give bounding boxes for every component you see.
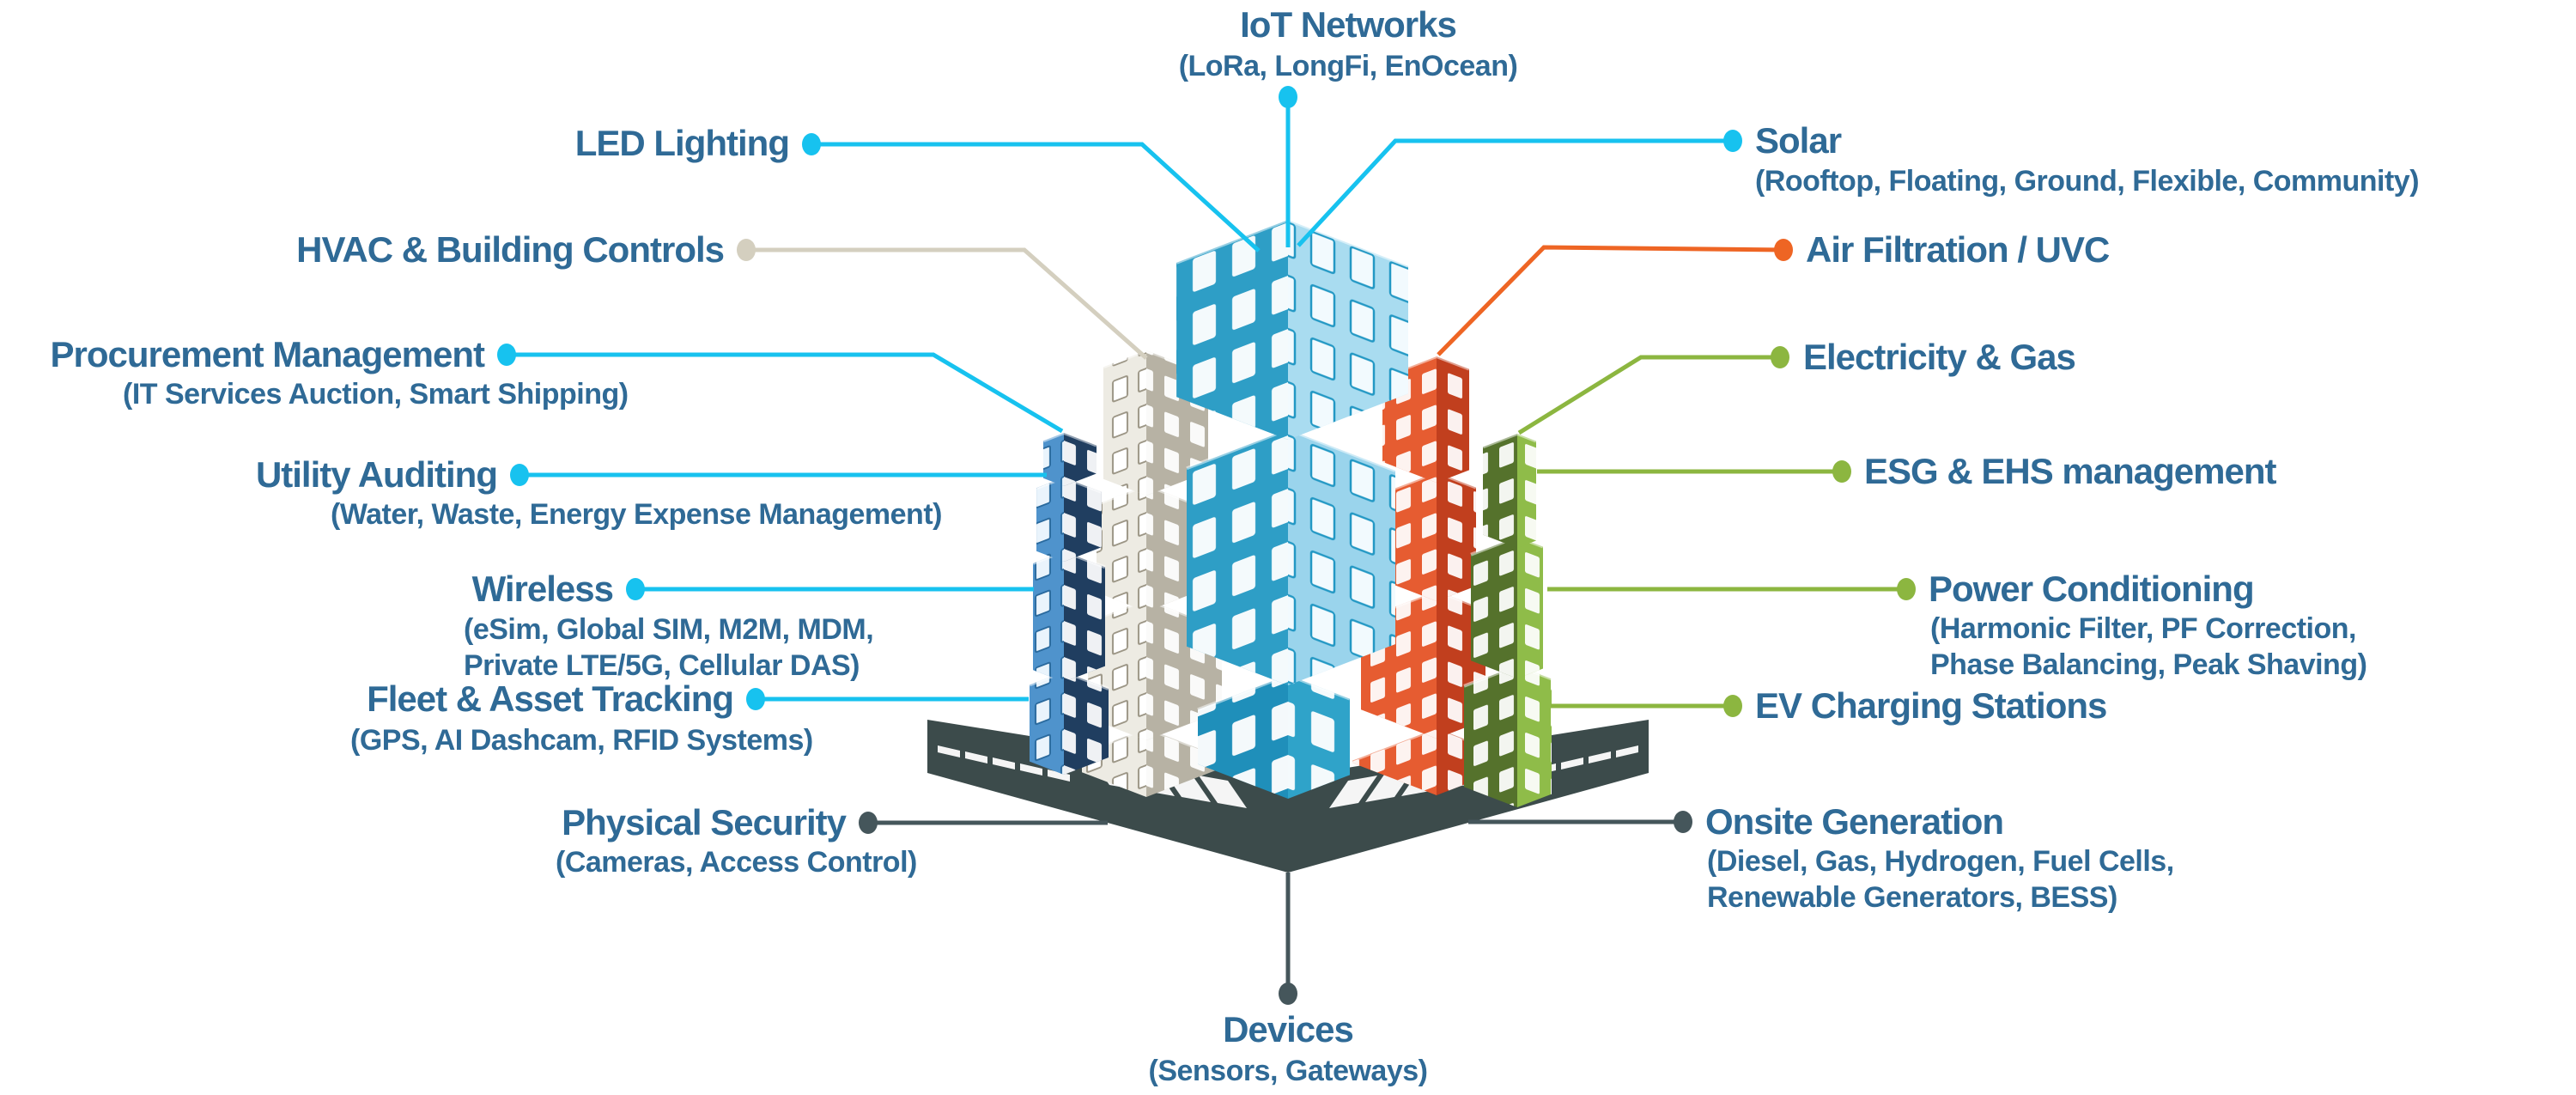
label-solar: Solar	[1755, 120, 1842, 161]
dot-devices	[1279, 982, 1297, 1005]
label-wireless-subtitle: (eSim, Global SIM, M2M, MDM, Private LTE…	[464, 611, 874, 684]
dot-fleet	[746, 688, 765, 710]
dot-procurement	[497, 344, 516, 366]
leader-line-solar	[1297, 138, 1733, 247]
label-solar-subtitle: (Rooftop, Floating, Ground, Flexible, Co…	[1755, 165, 2420, 198]
label-physical-subtitle: (Cameras, Access Control)	[556, 846, 917, 879]
leader-line-hvac	[746, 247, 1148, 360]
label-subtitle: (Sensors, Gateways)	[1148, 1055, 1428, 1087]
building-navy	[1029, 430, 1109, 775]
label-wireless-subtitle-line2: Private LTE/5G, Cellular DAS)	[464, 649, 860, 682]
label-physical-security: Physical Security	[562, 802, 847, 843]
label-iot-networks: IoT Networks (LoRa, LongFi, EnOcean)	[1005, 2, 1692, 84]
dot-wireless	[626, 578, 645, 600]
label-fleet-asset-tracking: Fleet & Asset Tracking	[367, 678, 734, 719]
buildings	[1029, 217, 1552, 807]
label-power-conditioning: Power Conditioning	[1929, 569, 2255, 609]
leader-line-led	[811, 142, 1261, 252]
label-procurement-subtitle: (IT Services Auction, Smart Shipping)	[123, 378, 629, 411]
label-esg-ehs-management: ESG & EHS management	[1864, 451, 2276, 491]
label-subtitle: (LoRa, LongFi, EnOcean)	[1178, 50, 1518, 82]
leader-line-procurement	[507, 352, 1064, 434]
label-power-subtitle: (Harmonic Filter, PF Correction, Phase B…	[1930, 611, 2367, 683]
dot-utility	[510, 464, 529, 486]
dot-esg	[1832, 460, 1851, 483]
dot-onsite	[1674, 811, 1692, 833]
leader-lines	[507, 105, 1906, 988]
dot-physical	[859, 812, 878, 834]
label-wireless: Wireless	[471, 569, 614, 609]
label-wireless-subtitle-line1: (eSim, Global SIM, M2M, MDM,	[464, 613, 874, 646]
leader-line-electricity	[1517, 355, 1780, 435]
label-fleet-subtitle: (GPS, AI Dashcam, RFID Systems)	[350, 724, 813, 757]
label-air-filtration-uvc: Air Filtration / UVC	[1806, 229, 2110, 270]
label-procurement-management: Procurement Management	[50, 334, 485, 374]
label-title: Devices	[1223, 1009, 1354, 1049]
dot-electricity	[1771, 346, 1789, 368]
label-utility-auditing: Utility Auditing	[255, 454, 498, 495]
label-devices: Devices (Sensors, Gateways)	[945, 1007, 1631, 1089]
label-electricity-gas: Electricity & Gas	[1803, 337, 2076, 377]
dot-led	[802, 133, 821, 155]
dot-solar	[1723, 130, 1742, 152]
label-onsite-subtitle-line2: Renewable Generators, BESS)	[1707, 881, 2117, 914]
label-onsite-subtitle-line1: (Diesel, Gas, Hydrogen, Fuel Cells,	[1707, 845, 2174, 878]
dot-air-filtration	[1774, 239, 1793, 261]
label-led-lighting: LED Lighting	[574, 123, 790, 163]
label-power-subtitle-line1: (Harmonic Filter, PF Correction,	[1930, 612, 2356, 645]
dot-ev	[1723, 695, 1742, 717]
label-title: IoT Networks	[1240, 4, 1457, 45]
connector-dots	[497, 86, 1916, 1005]
label-onsite-generation: Onsite Generation	[1705, 801, 2004, 842]
label-power-subtitle-line2: Phase Balancing, Peak Shaving)	[1930, 648, 2367, 681]
label-utility-subtitle: (Water, Waste, Energy Expense Management…	[331, 498, 942, 531]
dot-iot	[1279, 86, 1297, 108]
label-ev-charging-stations: EV Charging Stations	[1755, 685, 2107, 726]
dot-hvac	[737, 239, 756, 261]
label-onsite-subtitle: (Diesel, Gas, Hydrogen, Fuel Cells, Rene…	[1707, 843, 2174, 916]
leader-line-air-filtration	[1437, 245, 1784, 356]
dot-power	[1897, 578, 1916, 600]
label-hvac-building-controls: HVAC & Building Controls	[296, 229, 725, 270]
